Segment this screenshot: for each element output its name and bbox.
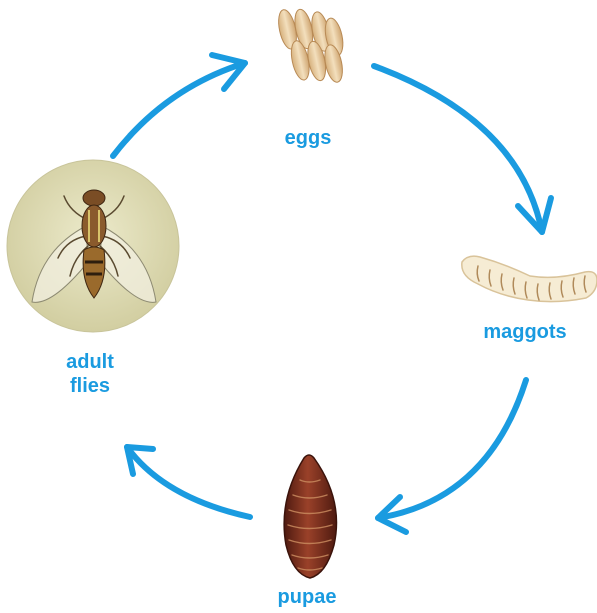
maggot-icon [462,256,597,301]
eggs-label: eggs [258,126,358,150]
arrow-eggs-to-maggots [374,66,551,232]
arrow-adult-to-eggs [113,55,245,156]
adult-label-line1: adult [40,350,140,374]
pupa-icon [284,455,336,578]
arrow-pupae-to-adult [127,447,250,517]
adult-label-line2: flies [40,374,140,398]
maggots-label: maggots [455,320,595,344]
pupae-label: pupae [262,585,352,609]
adult-flies-label: adult flies [40,350,140,398]
eggs-icon [276,0,352,92]
adult-fly-icon [7,160,179,332]
arrow-maggots-to-pupae [378,380,526,532]
